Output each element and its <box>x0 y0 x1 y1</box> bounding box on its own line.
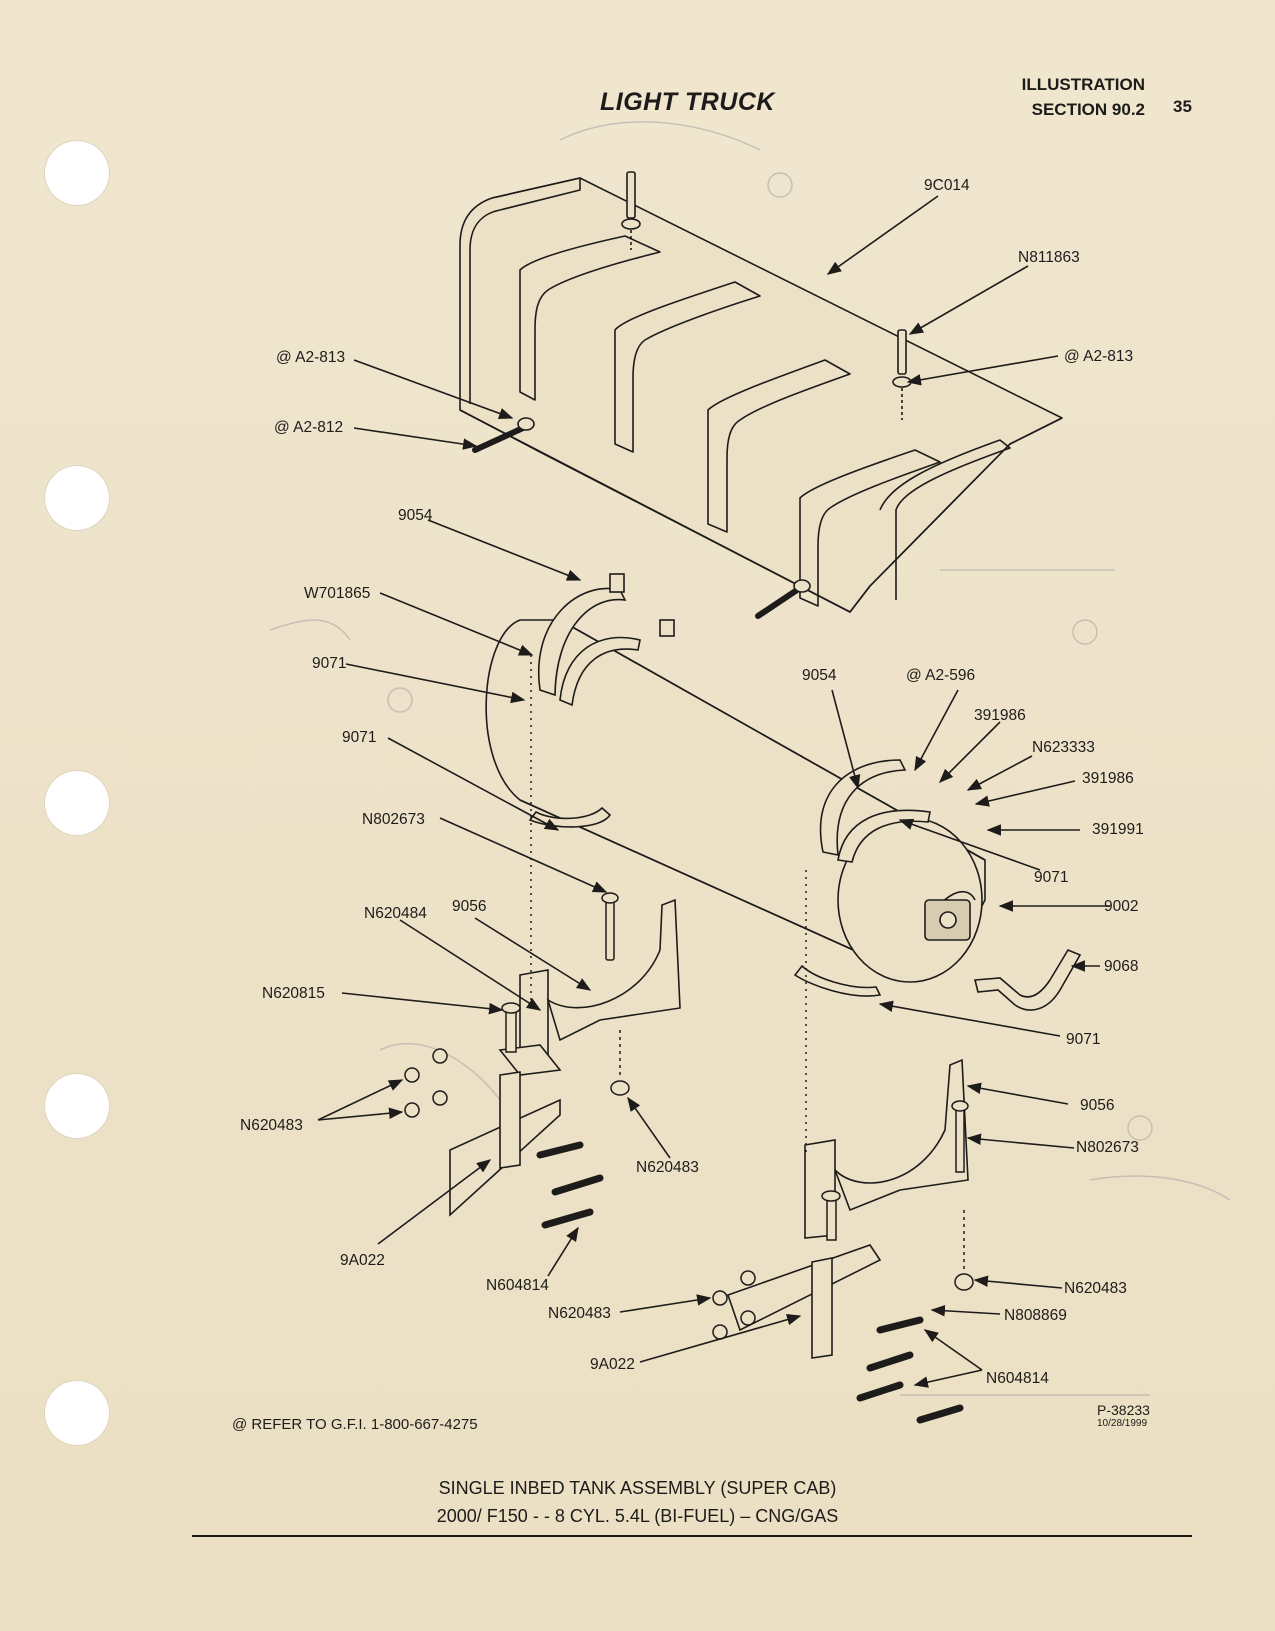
page-title: LIGHT TRUCK <box>600 88 775 116</box>
callout-labels: 9C014 N811863 @ A2-813 @ A2-813 @ A2-812… <box>240 177 1144 1387</box>
section-label: SECTION 90.2 <box>1031 100 1145 119</box>
callout-9071-d: 9071 <box>1066 1031 1100 1048</box>
bracket-9068 <box>973 948 1082 1011</box>
reference-code: P-38233 10/28/1999 <box>1097 1402 1150 1430</box>
callout-n604814-a: N604814 <box>486 1277 549 1294</box>
callout-n802673-b: N802673 <box>1076 1139 1139 1156</box>
callout-w701865: W701865 <box>304 585 370 602</box>
binder-hole <box>44 1073 110 1139</box>
callout-9071-b: 9071 <box>342 729 376 746</box>
callout-9002: 9002 <box>1104 898 1138 915</box>
callout-a2-813-left: @ A2-813 <box>276 349 345 366</box>
callout-9c014: 9C014 <box>924 177 970 194</box>
callout-9071-c: 9071 <box>1034 869 1068 886</box>
callout-9056-b: 9056 <box>1080 1097 1114 1114</box>
binder-hole <box>44 1380 110 1446</box>
callout-n620815: N620815 <box>262 985 325 1002</box>
callout-n620483-b: N620483 <box>636 1159 699 1176</box>
callout-n623333: N623333 <box>1032 739 1095 756</box>
illustration-label: ILLUSTRATION <box>1021 75 1145 94</box>
callout-a2-596: @ A2-596 <box>906 667 975 684</box>
callout-n802673-a: N802673 <box>362 811 425 828</box>
binder-hole <box>44 465 110 531</box>
callout-9a022-b: 9A022 <box>590 1356 635 1373</box>
callout-9068: 9068 <box>1104 958 1138 975</box>
callout-9056-a: 9056 <box>452 898 486 915</box>
callout-n604814-b: N604814 <box>986 1370 1049 1387</box>
footer-rule <box>192 1535 1192 1537</box>
callout-n620483-c: N620483 <box>1064 1280 1127 1297</box>
hardware-bolts-top <box>472 171 912 619</box>
callout-n620484: N620484 <box>364 905 427 922</box>
callout-a2-813-right: @ A2-813 <box>1064 348 1133 365</box>
binder-hole <box>44 770 110 836</box>
section-header: ILLUSTRATION SECTION 90.2 <box>990 72 1145 122</box>
callout-391986-a: 391986 <box>974 707 1026 724</box>
callout-n808869: N808869 <box>1004 1307 1067 1324</box>
callout-n620483-a: N620483 <box>240 1117 303 1134</box>
caption-line-2: 2000/ F150 - - 8 CYL. 5.4L (BI-FUEL) – C… <box>436 1506 839 1526</box>
page-number: 35 <box>1173 97 1192 116</box>
callout-n620483-d: N620483 <box>548 1305 611 1322</box>
reference-date: 10/28/1999 <box>1097 1418 1148 1429</box>
gfi-footnote: @ REFER TO G.F.I. 1-800-667-4275 <box>232 1416 478 1433</box>
hardware-lower <box>404 655 974 1424</box>
callout-391986-b: 391986 <box>1082 770 1134 787</box>
binder-hole <box>44 140 110 206</box>
callout-n811863: N811863 <box>1018 249 1080 266</box>
callout-9054-left: 9054 <box>398 507 433 524</box>
caption-line-1: SINGLE INBED TANK ASSEMBLY (SUPER CAB) <box>438 1478 837 1498</box>
callout-9a022-a: 9A022 <box>340 1252 385 1269</box>
callout-a2-812: @ A2-812 <box>274 419 343 436</box>
callout-9071-a: 9071 <box>312 655 346 672</box>
reference-number: P-38233 <box>1097 1402 1150 1418</box>
heat-shield-9c014 <box>459 177 1063 613</box>
callout-391991: 391991 <box>1092 821 1144 838</box>
callout-9054-right: 9054 <box>802 667 837 684</box>
callout-leaders <box>317 195 1110 1388</box>
